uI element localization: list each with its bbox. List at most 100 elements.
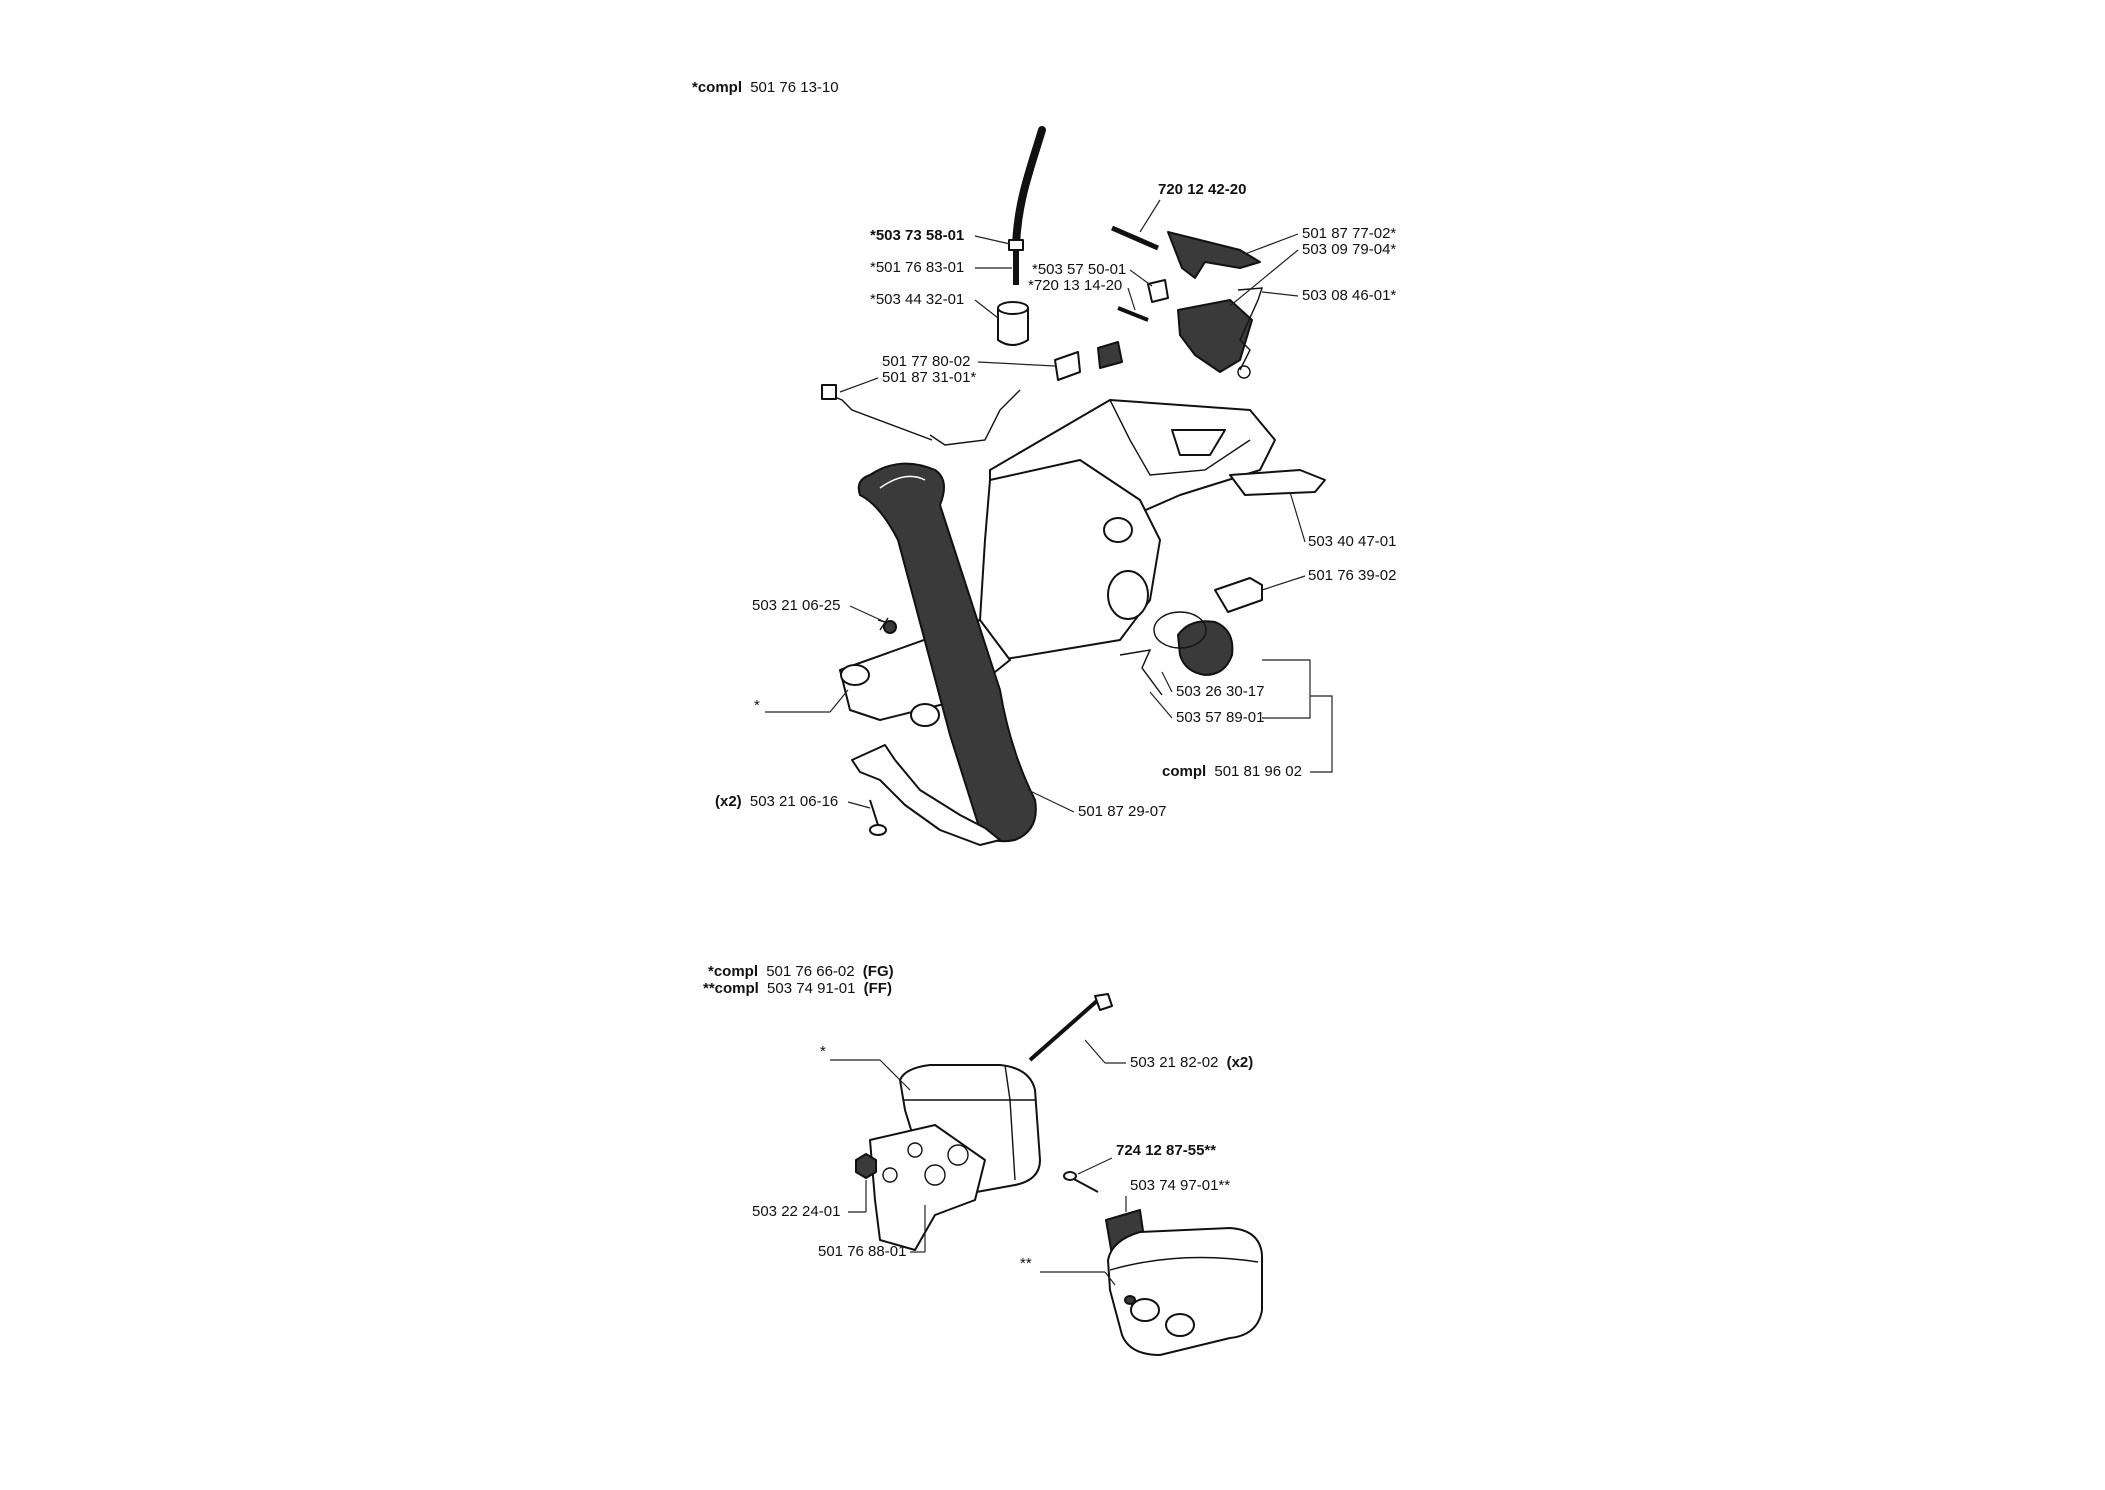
- leader-l4: [974, 299, 999, 319]
- leader-l2: [974, 235, 1011, 245]
- label-asterisk-bottom: *: [820, 1043, 826, 1060]
- handle-highlight: [879, 475, 926, 489]
- label-503-74-97-01: 503 74 97-01**: [1130, 1177, 1230, 1194]
- bracket-compl: [1262, 659, 1333, 773]
- spring-loop: [1237, 365, 1251, 379]
- label-double-asterisk: **: [1020, 1255, 1032, 1272]
- label-503-08-46-01: 503 08 46-01*: [1302, 287, 1396, 304]
- gasket-hole-2: [924, 1164, 946, 1186]
- top-header-prefix: *compl: [692, 79, 742, 96]
- bottom-header-line1-suffix: (FG): [863, 963, 894, 980]
- leader-l22b: [1084, 1039, 1106, 1064]
- handle-grip-part: [1229, 469, 1326, 496]
- gasket-hole-3: [947, 1144, 969, 1166]
- screw-25-head: [883, 620, 897, 634]
- leader-l5: [1129, 269, 1153, 287]
- bolt-part: [1028, 998, 1100, 1062]
- label-501-76-83-01: *501 76 83-01: [870, 259, 964, 276]
- leader-l16: [1161, 671, 1173, 693]
- gasket-hole-1: [907, 1142, 923, 1158]
- leader-l7: [1244, 233, 1299, 255]
- bottom-header-line2: **compl 503 74 91-01 (FF): [703, 980, 892, 997]
- bottom-header-line2-prefix: **compl: [703, 980, 759, 997]
- front-handle-part: [857, 462, 1037, 843]
- label-503-21-06-16-number: 503 21 06-16: [750, 793, 838, 810]
- leader-l21b: [879, 1059, 911, 1091]
- bottom-header-line1-prefix: *compl: [708, 963, 758, 980]
- chassis-hole-left: [840, 664, 870, 686]
- bottom-header-line1-number: 501 76 66-02: [766, 963, 854, 980]
- top-header-number: 501 76 13-10: [750, 79, 838, 96]
- label-503-40-47-01: 503 40 47-01: [1308, 533, 1396, 550]
- bottom-header-line2-suffix: (FF): [864, 980, 892, 997]
- label-x2-prefix: (x2): [715, 793, 742, 810]
- pipe-part: [1214, 577, 1263, 613]
- pin-part: [1111, 225, 1159, 251]
- label-asterisk-top: *: [754, 697, 760, 714]
- throttle-lockout-part: [1177, 299, 1253, 373]
- chassis-hole-right: [910, 703, 940, 727]
- top-labels: 720 12 42-20 *503 73 58-01 *501 76 83-01…: [715, 181, 1396, 820]
- label-503-09-79-04: 503 09 79-04*: [1302, 241, 1396, 258]
- screw-16-head: [869, 824, 887, 836]
- leader-l14: [849, 605, 886, 623]
- leader-l27b: [1104, 1271, 1116, 1286]
- muffler-ff-hole-1: [1130, 1298, 1160, 1322]
- label-compl-501-81-96-02: compl 501 81 96 02: [1162, 763, 1302, 780]
- choke-cable-part: [829, 394, 933, 441]
- leader-l9: [1261, 291, 1299, 297]
- bottom-header-line2-number: 503 74 91-01: [767, 980, 855, 997]
- leader-l15b: [829, 689, 849, 713]
- leader-l13: [1261, 575, 1306, 591]
- bottom-header-line1: *compl 501 76 66-02 (FG): [708, 963, 894, 980]
- bracket-part: [1147, 279, 1169, 303]
- label-501-76-39-02: 501 76 39-02: [1308, 567, 1396, 584]
- muffler-ff-seam: [1109, 1256, 1259, 1271]
- label-503-21-82-02-suffix: (x2): [1227, 1054, 1254, 1071]
- label-503-73-58-01: *503 73 58-01: [870, 227, 964, 244]
- handle-opening-line: [1109, 399, 1251, 476]
- throttle-trigger-part: [1167, 231, 1261, 279]
- label-503-21-82-02-number: 503 21 82-02: [1130, 1054, 1218, 1071]
- top-assembly-drawing: [821, 126, 1326, 846]
- label-720-12-42-20: 720 12 42-20: [1158, 181, 1246, 198]
- leader-l20: [1027, 789, 1075, 813]
- label-503-26-30-17: 503 26 30-17: [1176, 683, 1264, 700]
- leader-l12: [1289, 491, 1306, 543]
- strap-part: [1119, 649, 1163, 696]
- muffler-ff-hole-3: [1124, 1295, 1136, 1305]
- leader-l6: [1127, 287, 1136, 311]
- label-503-22-24-01: 503 22 24-01: [752, 1203, 840, 1220]
- leader-l19: [847, 801, 871, 809]
- clip-part: [1054, 351, 1081, 381]
- cable-end-part: [821, 384, 837, 400]
- label-503-44-32-01: *503 44 32-01: [870, 291, 964, 308]
- label-501-76-88-01: 501 76 88-01: [818, 1243, 906, 1260]
- label-501-87-29-07: 501 87 29-07: [1078, 803, 1166, 820]
- label-compl-number: 501 81 96 02: [1214, 763, 1302, 780]
- label-503-21-06-16: (x2) 503 21 06-16: [715, 793, 838, 810]
- nut-part: [1097, 341, 1123, 369]
- label-724-12-87-55: 724 12 87-55**: [1116, 1142, 1216, 1159]
- hose-clip-part: [1008, 239, 1024, 251]
- screw-16-part: [869, 799, 879, 826]
- leader-l11: [839, 377, 879, 393]
- handle-bracket-part: [851, 744, 1001, 846]
- leader-l8: [1229, 249, 1299, 307]
- tank-port-upper: [1103, 517, 1133, 543]
- leader-l10: [977, 361, 1056, 367]
- tank-port-lower: [1107, 570, 1149, 620]
- o-ring-part: [1153, 611, 1207, 649]
- label-compl-prefix: compl: [1162, 763, 1206, 780]
- pin-small-part: [1117, 306, 1149, 322]
- top-assembly-header: *compl 501 76 13-10: [692, 79, 839, 96]
- screw-724-part: [1071, 1177, 1099, 1193]
- gasket-hole-4: [882, 1167, 898, 1183]
- fuel-filter-part: [997, 307, 1029, 346]
- throttle-rod-part: [929, 389, 1021, 446]
- label-501-87-77-02: 501 87 77-02*: [1302, 225, 1396, 242]
- muffler-ff-part: [1107, 1227, 1263, 1356]
- screw-724-head: [1063, 1171, 1077, 1181]
- label-503-21-06-25: 503 21 06-25: [752, 597, 840, 614]
